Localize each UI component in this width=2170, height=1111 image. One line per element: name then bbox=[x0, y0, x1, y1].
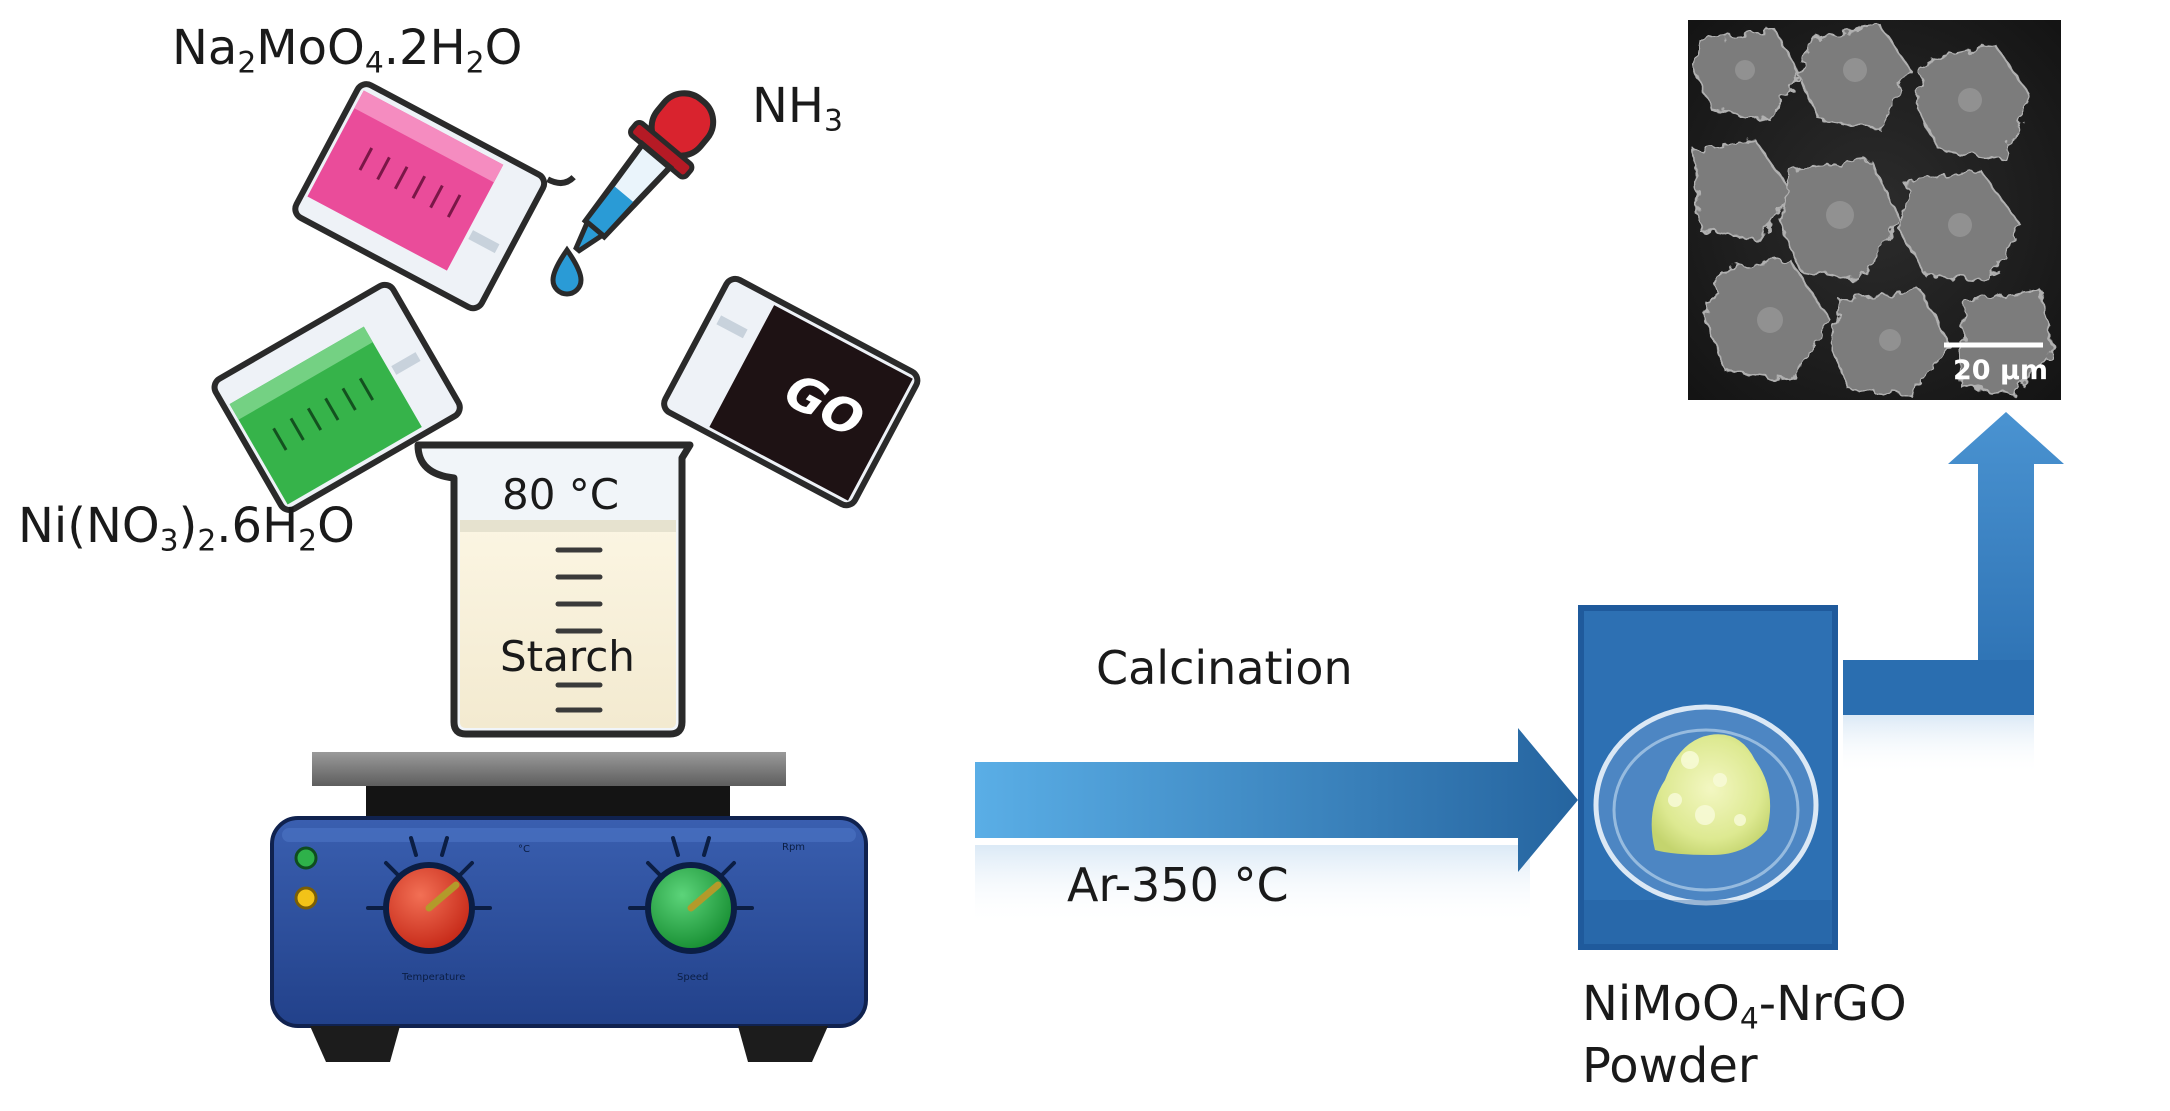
beaker-graphene-oxide bbox=[661, 275, 921, 509]
sem-image bbox=[1688, 20, 2061, 400]
scale-bar-label: 20 µm bbox=[1953, 355, 2048, 386]
sem-arrow bbox=[1843, 412, 2064, 775]
product-name: NiMoO4-NrGO bbox=[1582, 976, 1907, 1037]
process-condition: Ar-350 °C bbox=[1067, 858, 1289, 912]
knob-label-temperature: Temperature bbox=[402, 972, 466, 983]
calcination-arrow bbox=[975, 728, 1578, 925]
beaker-content: Starch bbox=[500, 632, 635, 681]
knob-label-speed: Speed bbox=[677, 972, 709, 983]
beaker-temperature: 80 °C bbox=[502, 470, 620, 519]
process-step: Calcination bbox=[1096, 641, 1353, 695]
ammonia-drop bbox=[550, 245, 584, 297]
beaker-sodium-molybdate bbox=[292, 81, 576, 312]
hotplate-stirrer bbox=[270, 752, 868, 1062]
unit-speed: Rpm bbox=[782, 842, 806, 853]
beaker-nickel-nitrate bbox=[211, 281, 463, 513]
product-form: Powder bbox=[1582, 1038, 1758, 1094]
label-nickel-nitrate: Ni(NO3)2.6H2O bbox=[18, 498, 355, 559]
label-sodium-molybdate: Na2MoO4.2H2O bbox=[172, 20, 523, 81]
reaction-beaker bbox=[414, 441, 694, 738]
unit-temperature: °C bbox=[518, 844, 530, 855]
dropper-ammonia bbox=[573, 90, 717, 254]
label-ammonia: NH3 bbox=[752, 78, 843, 139]
product-photo bbox=[1578, 605, 1838, 950]
